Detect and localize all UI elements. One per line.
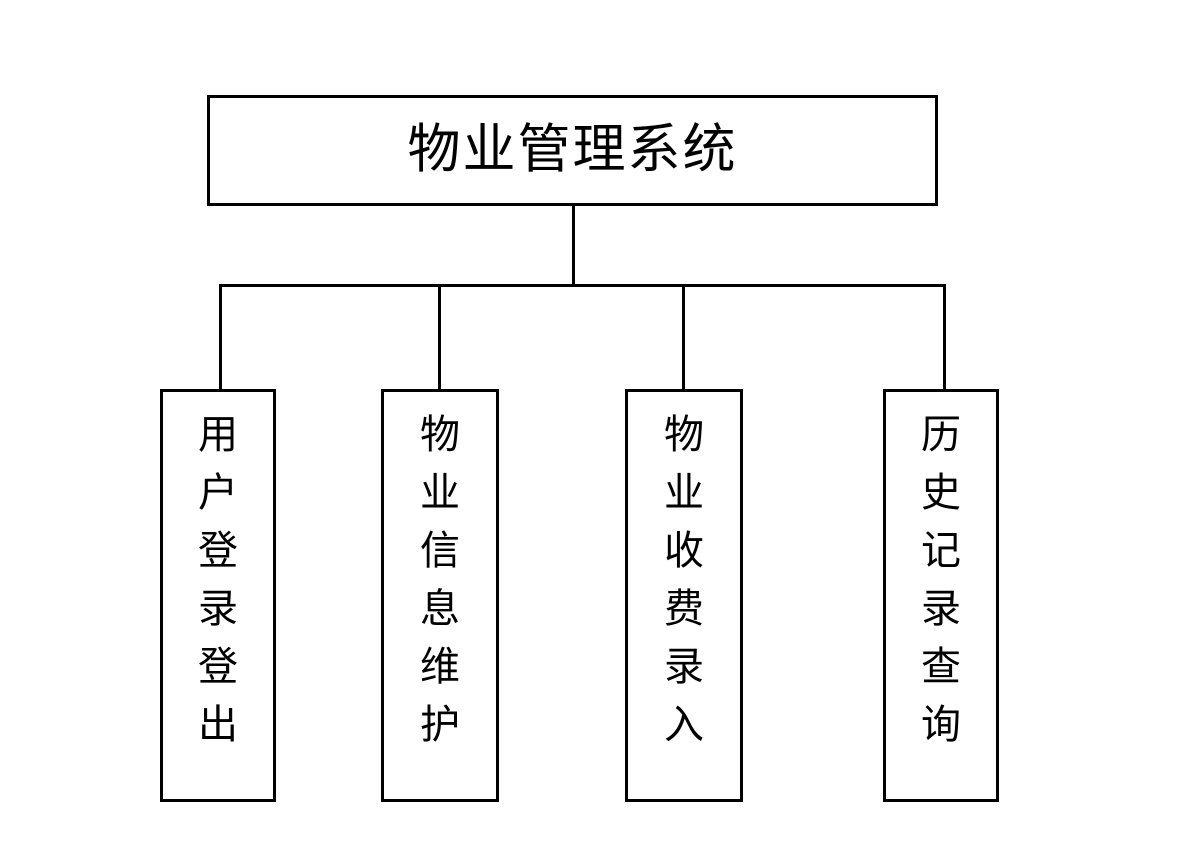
connector-drop-child-2: [682, 284, 685, 391]
node-property-info-maintenance[interactable]: 物业信息维护: [381, 389, 499, 802]
node-root-label: 物业管理系统: [407, 121, 738, 179]
connector-drop-child-1: [438, 284, 441, 391]
node-history-record-query-label: 历史记录查询: [921, 412, 961, 747]
node-user-login-logout[interactable]: 用户登录登出: [160, 389, 276, 802]
node-property-fee-entry-label: 物业收费录入: [664, 412, 704, 747]
connector-horizontal-bus: [219, 284, 946, 287]
connector-drop-child-3: [943, 284, 946, 391]
node-user-login-logout-label: 用户登录登出: [198, 412, 238, 747]
node-property-fee-entry[interactable]: 物业收费录入: [625, 389, 743, 802]
node-history-record-query[interactable]: 历史记录查询: [883, 389, 999, 802]
connector-drop-child-0: [219, 284, 222, 391]
connector-root-trunk: [572, 205, 575, 287]
node-property-info-maintenance-label: 物业信息维护: [420, 412, 460, 747]
node-root[interactable]: 物业管理系统: [207, 95, 938, 206]
